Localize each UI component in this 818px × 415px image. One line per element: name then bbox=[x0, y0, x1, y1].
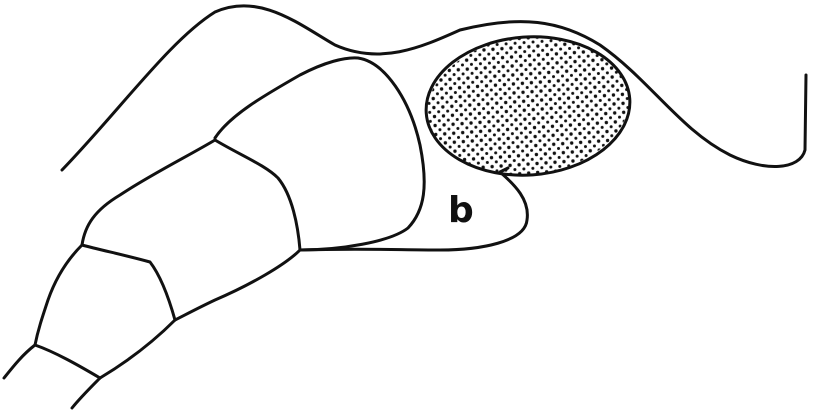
segment-1-outline bbox=[215, 58, 424, 250]
stippled-eye bbox=[421, 30, 634, 182]
label-b: b bbox=[448, 190, 474, 231]
segment-3-lower bbox=[175, 250, 300, 320]
segment-2-outline bbox=[215, 140, 300, 250]
segment-5-outline bbox=[35, 345, 100, 378]
lobe-b-outline bbox=[300, 168, 527, 250]
segment-3-outline bbox=[82, 245, 175, 320]
segment-2-body bbox=[82, 140, 215, 245]
tip-left-stub bbox=[4, 345, 35, 378]
segment-4-lower bbox=[100, 320, 175, 378]
segment-4-outline bbox=[35, 245, 82, 345]
tip-bottom-stub bbox=[72, 378, 100, 408]
